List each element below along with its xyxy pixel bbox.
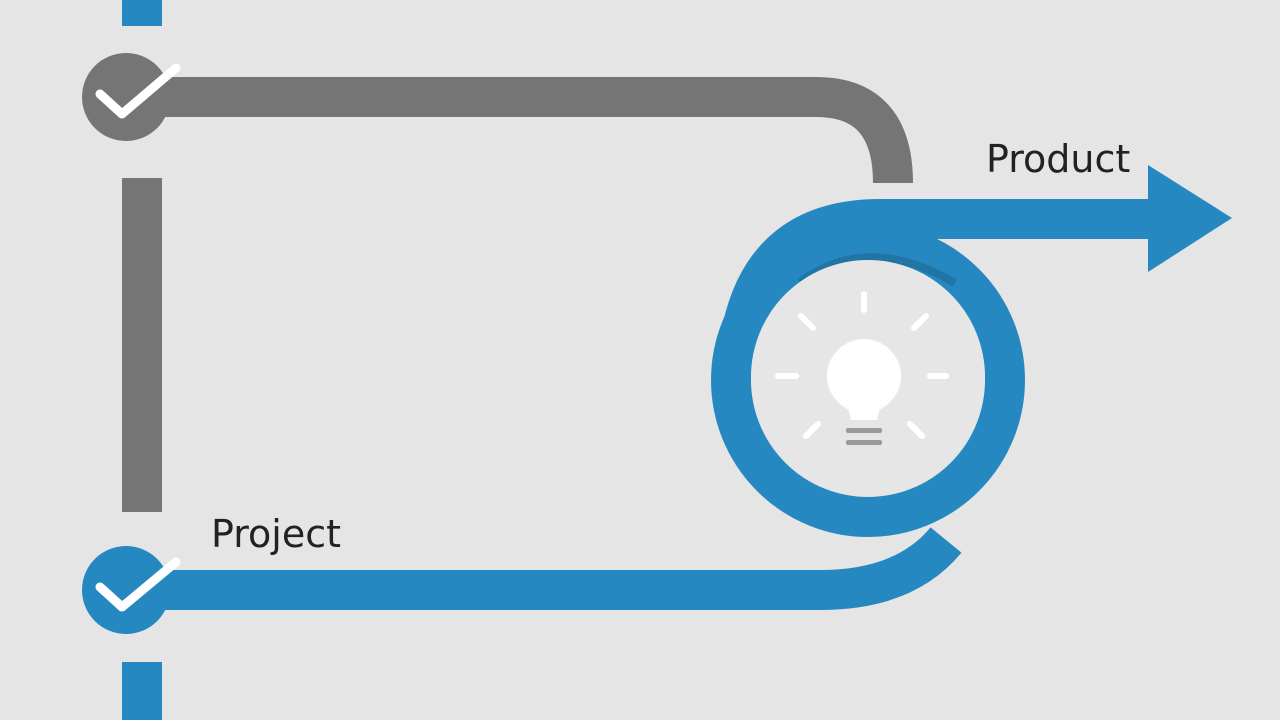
- timeline-top-segment: [122, 0, 162, 26]
- product-label: Product: [986, 137, 1131, 181]
- lightbulb-icon: [775, 291, 949, 445]
- blue-product-path: [720, 199, 1160, 344]
- project-label: Project: [211, 512, 342, 556]
- blue-bottom-path: [126, 526, 962, 610]
- loop-shadow: [797, 253, 958, 287]
- timeline-bottom-segment: [122, 662, 162, 720]
- bottom-milestone: [82, 546, 181, 634]
- gray-project-path: [126, 77, 913, 184]
- blue-loop: [711, 223, 1025, 537]
- check-icon: [95, 557, 181, 612]
- timeline-middle-segment: [122, 178, 162, 512]
- arrow-right-icon: [1148, 165, 1232, 272]
- check-icon: [95, 63, 181, 119]
- top-milestone: [82, 53, 181, 141]
